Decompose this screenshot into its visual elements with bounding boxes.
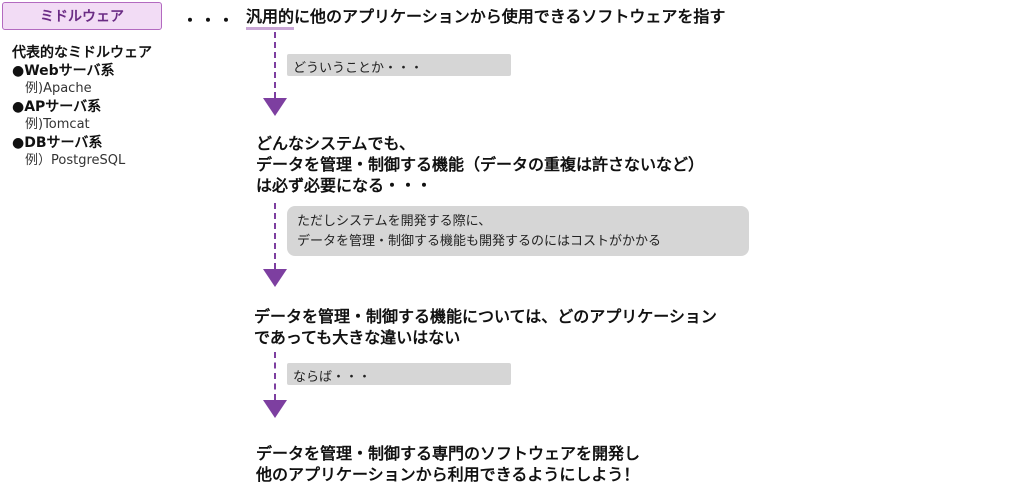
step-2-line-2: であっても大きな違いはない	[254, 328, 461, 347]
step-2-line-1: データを管理・制御する機能については、どのアプリケーション	[254, 307, 717, 326]
step-1-line-2: データを管理・制御する機能（データの重複は許さないなど）	[256, 155, 705, 174]
dashed-line-2	[274, 203, 276, 269]
step-1-text: どんなシステムでも、 データを管理・制御する機能（データの重複は許さないなど） …	[256, 133, 704, 196]
example-postgresql: 例）PostgreSQL	[25, 153, 126, 168]
down-arrow-icon	[263, 98, 287, 116]
step-2-text: データを管理・制御する機能については、どのアプリケーション であっても大きな違い…	[254, 306, 717, 348]
step-3-line-2: 他のアプリケーションから利用できるようにしよう！	[256, 465, 640, 484]
note-cost: ただしシステムを開発する際に、 データを管理・制御する機能も開発するのにはコスト…	[287, 206, 749, 256]
note-cost-line-1: ただしシステムを開発する際に、	[297, 214, 492, 229]
step-1-line-3: は必ず必要になる・・・	[256, 176, 433, 195]
step-1-line-1: どんなシステムでも、	[256, 134, 416, 153]
definition-rest: に他のアプリケーションから使用できるソフトウェアを指す	[294, 7, 726, 26]
example-apache: 例)Apache	[25, 81, 92, 96]
down-arrow-icon	[263, 269, 287, 287]
ellipsis: ・・・	[182, 11, 237, 30]
note-then: ならば・・・	[287, 363, 511, 385]
definition-underlined: 汎用的	[246, 7, 295, 30]
middleware-badge: ミドルウェア	[2, 2, 162, 30]
down-arrow-icon	[263, 400, 287, 418]
category-ap: ●APサーバ系	[12, 99, 102, 115]
dashed-line-3	[274, 352, 276, 400]
category-db: ●DBサーバ系	[12, 135, 103, 151]
step-3-text: データを管理・制御する専門のソフトウェアを開発し 他のアプリケーションから利用で…	[256, 443, 640, 485]
note-what-it-means: どういうことか・・・	[287, 54, 511, 76]
sidebar: 代表的なミドルウェア ●Webサーバ系 例)Apache ●APサーバ系 例)T…	[12, 44, 152, 170]
sidebar-heading: 代表的なミドルウェア	[12, 45, 152, 61]
dashed-line-1	[274, 32, 276, 98]
note-cost-line-2: データを管理・制御する機能も開発するのにはコストがかかる	[297, 234, 662, 249]
category-web: ●Webサーバ系	[12, 63, 115, 79]
step-3-line-1: データを管理・制御する専門のソフトウェアを開発し	[256, 444, 641, 463]
definition-text: 汎用的に他のアプリケーションから使用できるソフトウェアを指す	[246, 7, 726, 30]
example-tomcat: 例)Tomcat	[25, 117, 90, 132]
